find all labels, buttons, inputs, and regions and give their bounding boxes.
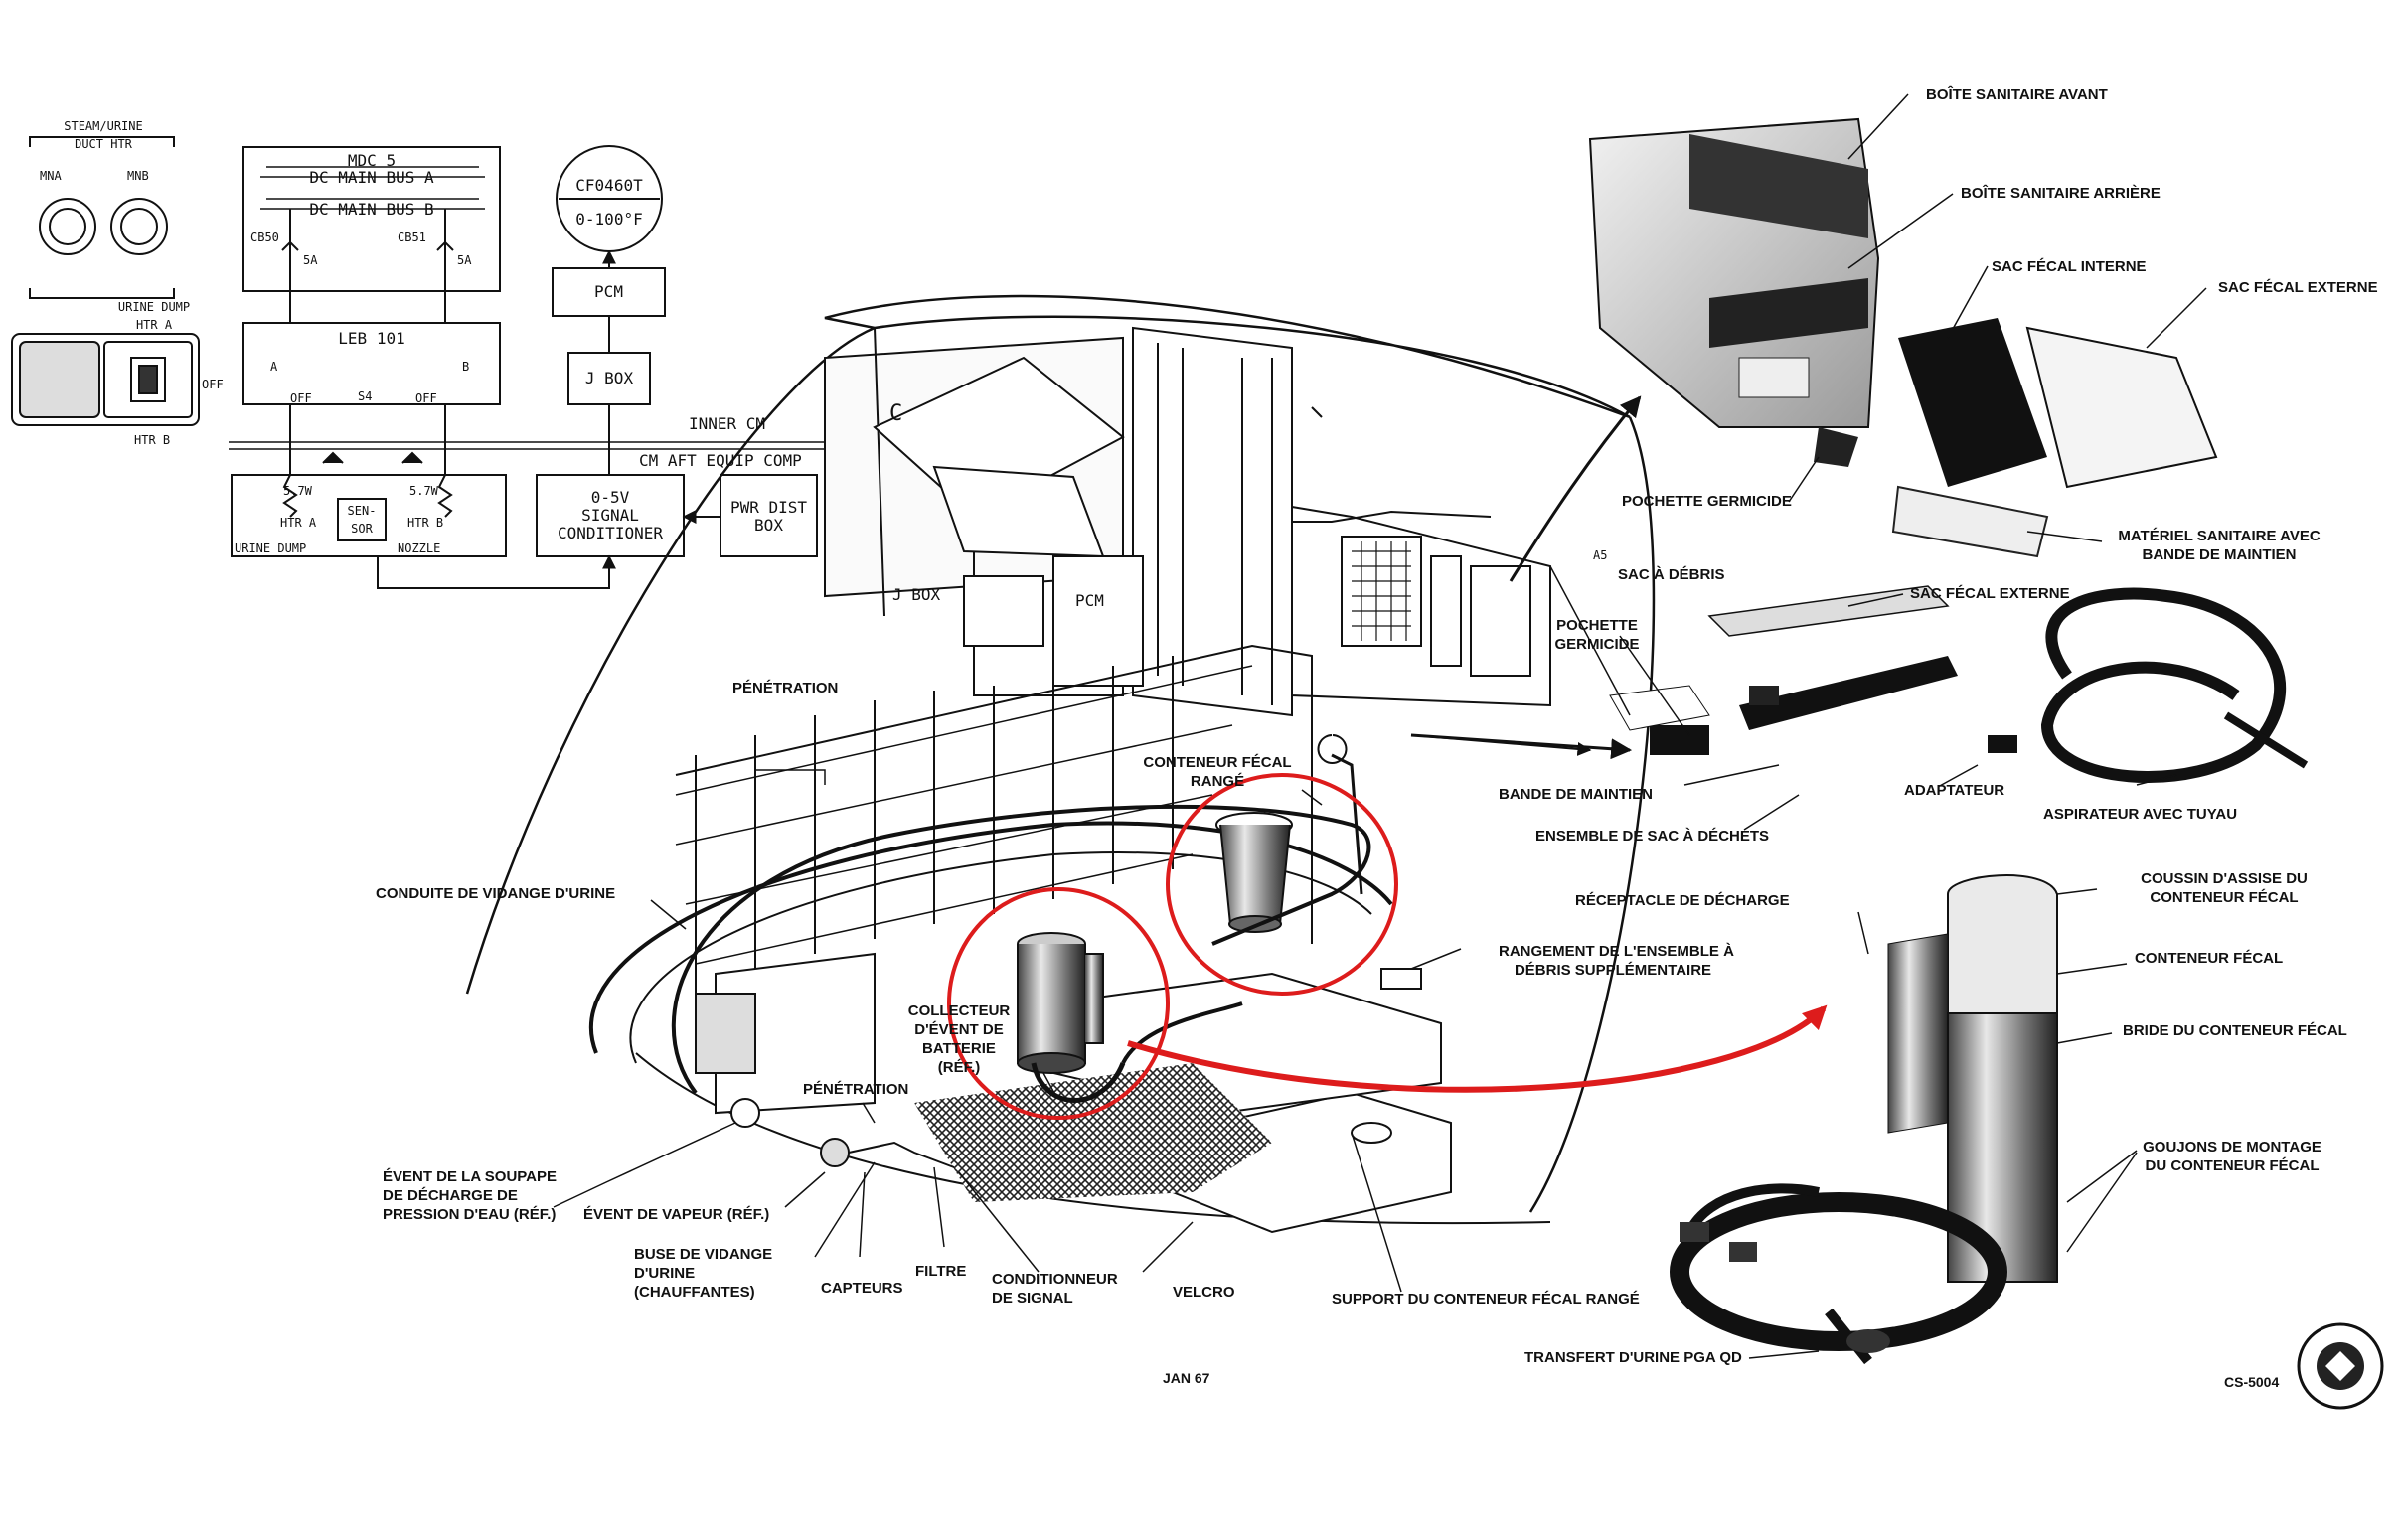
label-capteurs: CAPTEURS <box>821 1280 903 1297</box>
sensor-label: SEN- SOR <box>347 504 377 536</box>
mnb-label: MNB <box>127 169 149 183</box>
a-label: A <box>270 360 278 374</box>
urine-dump-switch <box>11 333 200 426</box>
label-conteneur-range: CONTENEUR FÉCAL RANGÉ <box>1143 754 1292 790</box>
label-aspirateur: ASPIRATEUR AVEC TUYAU <box>2043 806 2238 823</box>
label-velcro: VELCRO <box>1173 1284 1235 1301</box>
signal-conditioner-label: 0-5V SIGNAL CONDITIONER <box>558 488 663 542</box>
label-conteneur-fecal: CONTENEUR FÉCAL <box>2135 950 2284 967</box>
label-conduite-urine: CONDUITE DE VIDANGE D'URINE <box>376 885 616 902</box>
meter-range-label: 0-100°F <box>575 210 643 229</box>
mna-label: MNA <box>40 169 62 183</box>
floor-rim <box>588 821 1393 1054</box>
cabin-c-label: C <box>889 401 903 426</box>
label-pochette-germicide-2: POCHETTE GERMICIDE <box>1554 617 1640 653</box>
label-sac-interne: SAC FÉCAL INTERNE <box>1992 258 2147 275</box>
label-filtre: FILTRE <box>915 1263 967 1280</box>
label-pochette-germicide: POCHETTE GERMICIDE <box>1622 493 1792 510</box>
highlight-battery-vent <box>947 887 1170 1120</box>
cabin-drawing <box>465 294 1656 1234</box>
urine-drain-conduit <box>671 804 1371 1095</box>
label-materiel-sanitaire: MATÉRIEL SANITAIRE AVEC BANDE DE MAINTIE… <box>2118 528 2321 563</box>
leb101-label: LEB 101 <box>338 329 405 348</box>
urine-dump-heater-block <box>231 474 507 557</box>
cb51-label: CB51 <box>398 231 426 244</box>
bus-a-label: DC MAIN BUS A <box>309 168 434 187</box>
apollo-seal <box>2297 1322 2384 1410</box>
label-boite-arriere: BOÎTE SANITAIRE ARRIÈRE <box>1961 185 2161 202</box>
label-event-soupape: ÉVENT DE LA SOUPAPE DE DÉCHARGE DE PRESS… <box>383 1168 558 1223</box>
htr-a-watt-label: 5.7W <box>283 484 312 498</box>
label-ensemble-sac: ENSEMBLE DE SAC À DÉCHETS <box>1535 828 1770 845</box>
jbox-label: J BOX <box>584 369 634 387</box>
date-code: JAN 67 <box>1163 1370 1210 1386</box>
cb50-label: CB50 <box>250 231 279 244</box>
red-highlights <box>947 773 1828 1120</box>
highlight-arrow <box>1127 1004 1828 1093</box>
htr-b-watt-label: 5.7W <box>409 484 438 498</box>
off-label: OFF <box>202 378 224 391</box>
off-label: OFF <box>290 391 312 405</box>
duct-heater-title: STEAM/URINE DUCT HTR <box>64 119 143 151</box>
fecal-container-photo <box>1670 874 2058 1365</box>
pwr-dist-label: PWR DIST BOX <box>729 498 808 535</box>
highlight-stowed-container <box>1166 773 1398 996</box>
meter-id-label: CF0460T <box>575 176 643 195</box>
label-collecteur-event: COLLECTEUR D'ÉVENT DE BATTERIE (RÉF.) <box>907 1002 1011 1076</box>
mdc5-block <box>242 146 501 292</box>
label-adaptateur: ADAPTATEUR <box>1904 782 2005 799</box>
label-event-vapeur: ÉVENT DE VAPEUR (RÉF.) <box>583 1206 770 1223</box>
mdc5-label: MDC 5 <box>347 151 397 170</box>
label-coussin: COUSSIN D'ASSISE DU CONTENEUR FÉCAL <box>2141 870 2308 906</box>
label-penetration: PÉNÉTRATION <box>732 680 839 696</box>
bus-b-label: DC MAIN BUS B <box>309 200 434 219</box>
htr-a-label: HTR A <box>280 516 317 530</box>
label-transfert: TRANSFERT D'URINE PGA QD <box>1524 1349 1742 1366</box>
velcro-mesh <box>914 1063 1272 1202</box>
label-receptacle: RÉCEPTACLE DE DÉCHARGE <box>1575 892 1790 909</box>
leader-lines <box>553 93 2207 1359</box>
callout-arrows <box>1410 395 1642 760</box>
sanitation-box-photo <box>1588 117 1880 428</box>
amp-5a-label: 5A <box>457 253 472 267</box>
vacuum-hose-photo <box>1988 587 2309 783</box>
duct-heater-panel <box>29 136 175 299</box>
b-label: B <box>462 360 470 374</box>
urine-dump-label: URINE DUMP <box>235 541 307 555</box>
htr-b-label: HTR B <box>134 433 171 447</box>
label-buse-vidange: BUSE DE VIDANGE D'URINE (CHAUFFANTES) <box>634 1246 773 1301</box>
label-bande-maintien: BANDE DE MAINTIEN <box>1499 786 1654 803</box>
htr-b-label: HTR B <box>407 516 444 530</box>
s4-label: S4 <box>358 389 373 403</box>
label-support: SUPPORT DU CONTENEUR FÉCAL RANGÉ <box>1332 1291 1640 1308</box>
nozzle-label: NOZZLE <box>398 541 441 555</box>
cabin-panel-label: A5 <box>1593 548 1608 562</box>
label-bride: BRIDE DU CONTENEUR FÉCAL <box>2123 1022 2347 1039</box>
cabin-jbox-label: J BOX <box>892 585 941 604</box>
figure-code: CS-5004 <box>2224 1374 2280 1390</box>
label-rangement: RANGEMENT DE L'ENSEMBLE À DÉBRIS SUPPLÉM… <box>1499 943 1734 979</box>
urine-dump-title: URINE DUMP HTR A <box>117 300 191 332</box>
off-label: OFF <box>415 391 437 405</box>
waste-bag-assembly-photo <box>1609 585 1958 755</box>
label-goujons: GOUJONS DE MONTAGE DU CONTENEUR FÉCAL <box>2143 1139 2321 1174</box>
label-penetration-2: PÉNÉTRATION <box>803 1081 909 1098</box>
aft-equip-label: CM AFT EQUIP COMP <box>639 451 802 470</box>
label-sac-debris: SAC À DÉBRIS <box>1618 566 1725 583</box>
label-conditionneur: CONDITIONNEUR DE SIGNAL <box>992 1271 1118 1307</box>
cabin-pcm-label: PCM <box>1075 591 1104 610</box>
label-sac-externe-2: SAC FÉCAL EXTERNE <box>1910 585 2070 602</box>
leb101-block <box>242 322 501 405</box>
label-sac-externe: SAC FÉCAL EXTERNE <box>2218 279 2378 296</box>
electrical-schematic <box>11 136 830 589</box>
amp-5a-label: 5A <box>303 253 318 267</box>
label-boite-avant: BOÎTE SANITAIRE AVANT <box>1926 86 2108 103</box>
inner-cm-label: INNER CM <box>689 414 766 433</box>
battery-vent-collector <box>1017 932 1243 1103</box>
pcm-label: PCM <box>594 282 623 301</box>
fecal-bags-photo <box>1814 318 2218 558</box>
